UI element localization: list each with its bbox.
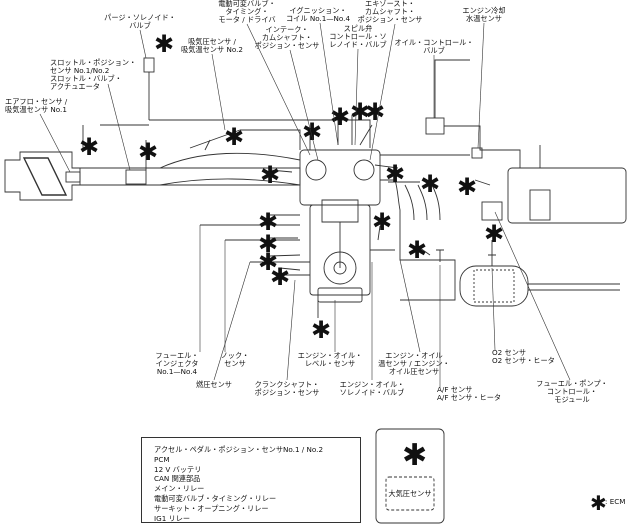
- ecm-star: ✱: [407, 236, 427, 264]
- component-item: CAN 関連部品: [154, 474, 201, 484]
- component-item: IG1 リレー: [154, 513, 191, 523]
- ecm-star: ✱: [311, 316, 331, 344]
- component-item: PCM: [154, 454, 170, 464]
- ecm-box: [375, 428, 445, 524]
- oil-control-valve: [425, 117, 445, 135]
- label-spill-valve: スピル弁コントロール・ソレノイド・バルブ: [329, 24, 387, 49]
- ecm-baro-sensor-box: [385, 476, 435, 511]
- label-crank: クランクシャフト・ポジション・センサ: [255, 380, 320, 397]
- ecm-star: ✱: [420, 170, 440, 198]
- ecm-star: ✱: [258, 208, 278, 236]
- ecm-star: ✱: [302, 118, 322, 146]
- ecm-star: ✱: [79, 133, 99, 161]
- purge-valve: [143, 57, 155, 73]
- intake-manifold: [159, 152, 301, 186]
- component-item: サーキット・オープニング・リレー: [154, 503, 269, 513]
- catalyst-element: [473, 269, 515, 303]
- intake-camshaft: [305, 159, 327, 181]
- fuel-pump-module: [481, 201, 503, 221]
- catalytic-converter: [459, 265, 529, 307]
- oil-pan: [317, 287, 363, 303]
- cylinder-head: [299, 149, 381, 206]
- label-intake-cam: インテーク・カムシャフト・ポジション・センサ: [255, 25, 320, 50]
- ecm-star: ✱: [260, 161, 280, 189]
- ecm-star: ✱: [457, 173, 477, 201]
- label-oil-solenoid: エンジン・オイル・ソレノイド・バルブ: [340, 380, 405, 397]
- af-sensor: [436, 249, 444, 262]
- label-oil-level: エンジン・オイル・レベル・センサ: [298, 351, 363, 368]
- label-fuel-pump: フューエル・ポンプ・コントロール・モジュール: [536, 379, 608, 404]
- air-filter-element: [22, 157, 68, 196]
- piston: [321, 199, 359, 223]
- ecm-star: ✱: [365, 98, 385, 126]
- coolant-temp-sensor: [471, 147, 483, 159]
- label-oil-control: オイル・コントロール・バルブ: [394, 38, 473, 55]
- ecm-box-star: ✱: [402, 438, 427, 473]
- fuel-tank: [507, 167, 627, 224]
- component-item: メイン・リレー: [154, 484, 205, 494]
- ecm-star: ✱: [224, 123, 244, 151]
- component-list-box: アクセル・ペダル・ポジション・センサNo.1 / No.2 PCM 12 V バ…: [141, 437, 361, 523]
- label-airflow: エアフロ・センサ /吸気温センサ No.1: [5, 97, 68, 114]
- ecm-star: ✱: [330, 103, 350, 131]
- ecm-star: ✱: [258, 230, 278, 258]
- throttle-body: [125, 169, 147, 185]
- air-cleaner: [4, 151, 81, 201]
- ecm-star: ✱: [484, 220, 504, 248]
- o2-sensor: [488, 254, 496, 266]
- ecm-star: ✱: [270, 263, 290, 291]
- label-fuel-pressure: 燃圧センサ: [196, 380, 232, 389]
- ecm-baro-sensor-label: 大気圧センサ: [388, 489, 431, 498]
- legend-text: : ECM: [605, 497, 625, 506]
- label-vvt-motor: 電動可変バルブ・タイミング・モータ / ドライバ: [218, 0, 276, 24]
- component-item: アクセル・ペダル・ポジション・センサNo.1 / No.2: [154, 445, 324, 454]
- ecm-star: ✱: [154, 30, 174, 58]
- crankshaft: [323, 251, 357, 285]
- label-purge-solenoid: パージ・ソレノイド・バルブ: [104, 13, 176, 30]
- label-oil-temp: エンジン・オイル温センサ / エンジン・オイル圧センサ: [378, 351, 450, 376]
- component-item: 12 V バッテリ: [154, 464, 202, 474]
- label-map-sensor: 吸気圧センサ /吸気温センサ No.2: [181, 37, 243, 54]
- ecm-star: ✱: [350, 98, 370, 126]
- ecm-star: ✱: [258, 248, 278, 276]
- label-knock: ノック・センサ: [221, 351, 249, 368]
- exhaust-camshaft: [353, 159, 375, 181]
- label-exhaust-cam: エキゾースト・カムシャフト・ポジション・センサ: [358, 0, 423, 24]
- ecm-star: ✱: [385, 160, 405, 188]
- ecm-star: ✱: [138, 138, 158, 166]
- airflow-sensor-body: [65, 171, 81, 183]
- ecm-star: ✱: [372, 208, 392, 236]
- component-item: 電動可変バルブ・タイミング・リレー: [154, 493, 277, 503]
- label-ignition: イグニッション・コイル No.1—No.4: [286, 6, 350, 23]
- label-coolant-temp: エンジン冷却水温センサ: [462, 6, 505, 23]
- legend-star: ✱: [590, 491, 607, 515]
